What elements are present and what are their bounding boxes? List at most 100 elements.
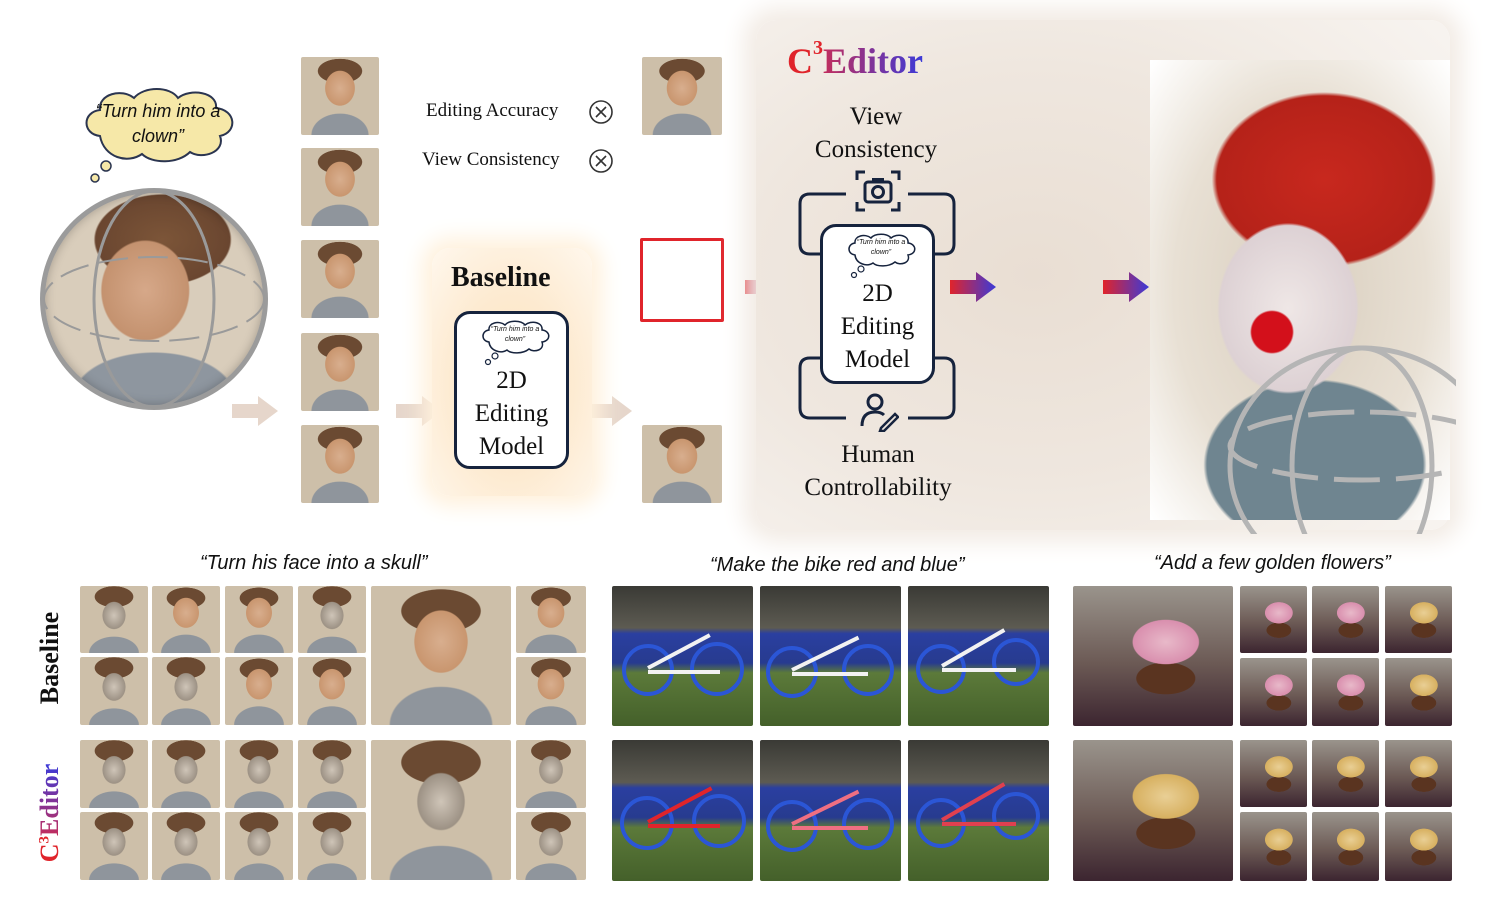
flower-c3editor-4 bbox=[1240, 812, 1307, 881]
issue-editing-accuracy-label: Editing Accuracy bbox=[426, 100, 559, 121]
row-label-c3editor: C3Editor bbox=[35, 748, 67, 878]
c3editor-output-view-1 bbox=[1011, 57, 1091, 137]
cross-circle-icon bbox=[589, 149, 613, 173]
c3editor-output-view-5 bbox=[1011, 427, 1091, 505]
cross-circle-icon bbox=[589, 100, 613, 124]
bike-c3editor-3 bbox=[908, 740, 1049, 881]
skull-baseline-4 bbox=[298, 586, 366, 653]
view-consistency-line-2: Consistency bbox=[814, 136, 938, 163]
model-line-3: Model bbox=[844, 346, 911, 373]
skull-baseline-9 bbox=[516, 586, 586, 653]
arrow-right-icon bbox=[586, 396, 632, 426]
thought-bubble: “Turn him into a clown” bbox=[78, 86, 242, 166]
input-view-2 bbox=[301, 148, 379, 226]
baseline-output-view-4 bbox=[642, 335, 722, 413]
skull-baseline-large bbox=[371, 586, 511, 725]
camera-icon bbox=[855, 170, 901, 212]
flower-c3editor-5 bbox=[1312, 812, 1379, 881]
feedback-loop-brackets bbox=[798, 192, 956, 420]
mini-bubble-dots bbox=[484, 352, 499, 366]
c3editor-output-view-2 bbox=[1011, 148, 1091, 228]
c3-editor-word: Editor bbox=[35, 763, 64, 836]
mini-thought-bubble: “Turn him into a clown” bbox=[845, 233, 917, 267]
issue-view-consistency-label: View Consistency bbox=[422, 149, 560, 170]
input-view-5 bbox=[301, 425, 379, 503]
skull-baseline-6 bbox=[152, 657, 220, 725]
flower-c3editor-6 bbox=[1385, 812, 1452, 881]
skull-c3editor-2 bbox=[152, 740, 220, 808]
prompt-text: “Turn him into a clown” bbox=[95, 101, 221, 146]
mini-prompt-text: “Turn him into a clown” bbox=[490, 326, 540, 343]
skull-c3editor-7 bbox=[225, 812, 293, 880]
flower-baseline-2 bbox=[1312, 586, 1379, 653]
sphere-grid-lines bbox=[43, 189, 265, 409]
skull-baseline-5 bbox=[80, 657, 148, 725]
model-line-2: Editing bbox=[840, 313, 915, 340]
bike-c3editor-1 bbox=[612, 740, 753, 881]
flower-baseline-large bbox=[1073, 586, 1233, 726]
c3editor-output-view-3 bbox=[1011, 240, 1091, 320]
bike-c3editor-2 bbox=[760, 740, 901, 881]
model-line-1: 2D bbox=[496, 367, 527, 394]
thought-bubble-dots bbox=[90, 160, 112, 183]
flower-baseline-5 bbox=[1312, 658, 1379, 726]
skull-baseline-8 bbox=[298, 657, 366, 725]
flower-baseline-1 bbox=[1240, 586, 1307, 653]
input-view-1 bbox=[301, 57, 379, 135]
caption-skull: “Turn his face into a skull” bbox=[200, 552, 428, 574]
flower-c3editor-3 bbox=[1385, 740, 1452, 807]
skull-c3editor-large bbox=[371, 740, 511, 880]
model-line-2: Editing bbox=[474, 400, 549, 427]
bike-baseline-2 bbox=[760, 586, 901, 726]
input-view-3 bbox=[301, 240, 379, 318]
arrow-right-icon bbox=[232, 396, 278, 426]
gradient-arrow-right-icon bbox=[1103, 272, 1149, 302]
input-view-4 bbox=[301, 333, 379, 411]
skull-c3editor-4 bbox=[298, 740, 366, 808]
human-controllability-line-1: Human bbox=[841, 441, 915, 468]
c3-editor-word: Editor bbox=[823, 41, 924, 81]
mini-bubble-dots bbox=[850, 265, 865, 279]
skull-c3editor-1 bbox=[80, 740, 148, 808]
clown-3d-result bbox=[1150, 60, 1450, 520]
skull-baseline-2 bbox=[152, 586, 220, 653]
bike-baseline-3 bbox=[908, 586, 1049, 726]
baseline-2d-editing-model: “Turn him into a clown” 2D Editing Model bbox=[454, 311, 569, 469]
baseline-output-view-3-highlighted bbox=[640, 238, 724, 322]
caption-bike: “Make the bike red and blue” bbox=[710, 554, 965, 576]
view-consistency-line-1: View bbox=[849, 103, 903, 130]
skull-c3editor-10 bbox=[516, 812, 586, 880]
skull-c3editor-9 bbox=[516, 740, 586, 808]
skull-baseline-1 bbox=[80, 586, 148, 653]
flower-baseline-4 bbox=[1240, 658, 1307, 726]
flower-baseline-6 bbox=[1385, 658, 1452, 726]
human-controllability-label: Human Controllability bbox=[790, 438, 966, 504]
caption-flowers: “Add a few golden flowers” bbox=[1154, 552, 1391, 574]
c3editor-output-view-4 bbox=[1011, 334, 1091, 414]
input-head-sphere bbox=[40, 188, 268, 410]
bike-baseline-1 bbox=[612, 586, 753, 726]
model-line-1: 2D bbox=[862, 280, 893, 307]
c3-letter-c: C bbox=[787, 41, 813, 81]
human-controllability-line-2: Controllability bbox=[804, 474, 952, 501]
skull-baseline-10 bbox=[516, 657, 586, 725]
flower-c3editor-2 bbox=[1312, 740, 1379, 807]
view-consistency-label: View Consistency bbox=[800, 100, 952, 166]
skull-c3editor-3 bbox=[225, 740, 293, 808]
baseline-output-view-2 bbox=[642, 148, 722, 226]
user-edit-icon bbox=[860, 393, 899, 432]
skull-baseline-7 bbox=[225, 657, 293, 725]
skull-baseline-3 bbox=[225, 586, 293, 653]
mini-thought-bubble: “Turn him into a clown” bbox=[479, 320, 551, 354]
skull-c3editor-6 bbox=[152, 812, 220, 880]
baseline-output-view-1 bbox=[642, 57, 722, 135]
mini-prompt-text: “Turn him into a clown” bbox=[856, 239, 906, 256]
c3-letter-c: C bbox=[35, 843, 64, 863]
c3editor-2d-editing-model: “Turn him into a clown” 2D Editing Model bbox=[820, 224, 935, 384]
skull-c3editor-5 bbox=[80, 812, 148, 880]
flower-c3editor-large bbox=[1073, 740, 1233, 881]
baseline-title: Baseline bbox=[451, 262, 551, 293]
c3-superscript: 3 bbox=[36, 835, 53, 844]
c3-superscript: 3 bbox=[813, 37, 823, 59]
gradient-arrow-right-icon bbox=[950, 272, 996, 302]
